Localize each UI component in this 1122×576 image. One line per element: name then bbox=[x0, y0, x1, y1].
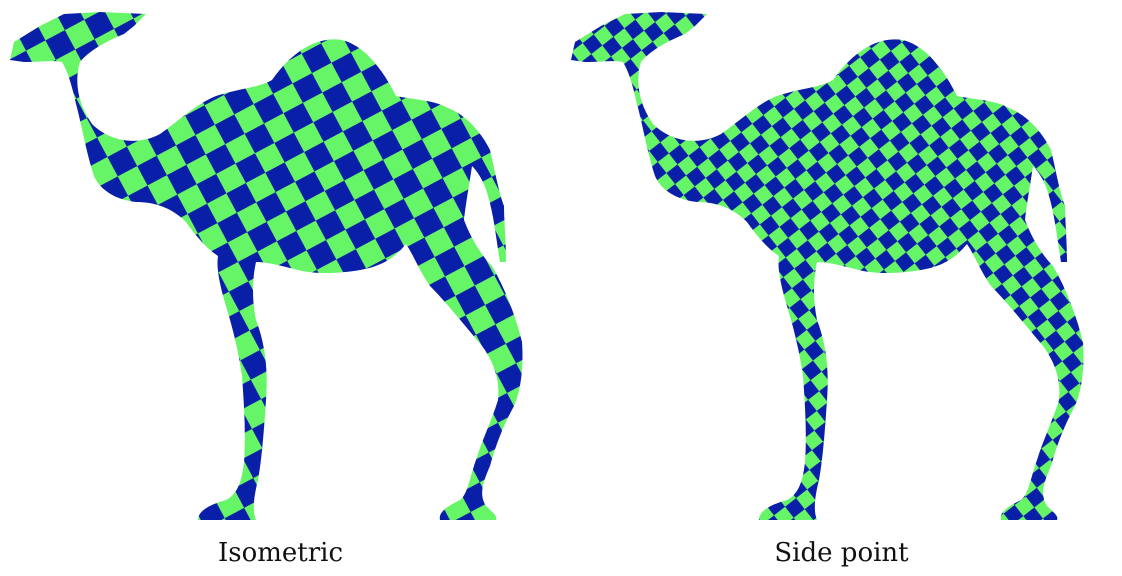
camel-checkerboard-image bbox=[10, 12, 523, 520]
panel-isometric: Isometric bbox=[10, 12, 523, 568]
panel-side-point: Side point bbox=[561, 0, 1122, 576]
caption-side-point: Side point bbox=[774, 538, 909, 568]
caption-isometric: Isometric bbox=[217, 538, 344, 568]
camel-checkerboard-image bbox=[571, 12, 1084, 520]
